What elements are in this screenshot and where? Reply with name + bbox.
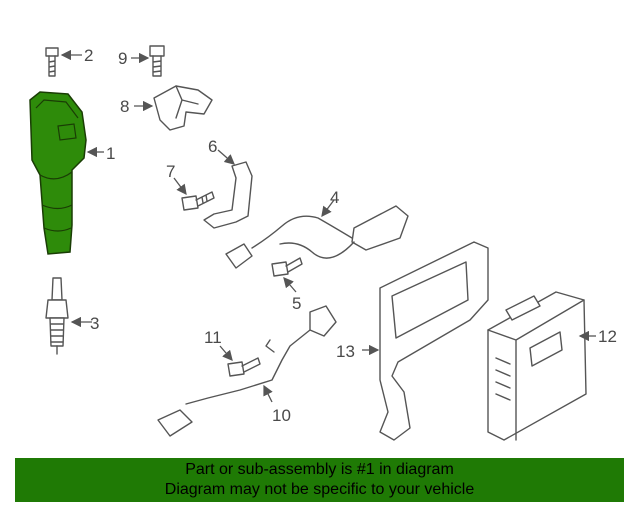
callout-5: 5 — [292, 294, 301, 313]
bolt-part-11[interactable] — [227, 357, 261, 377]
ignition-coil-part-1[interactable] — [29, 91, 87, 255]
bolt-part-5[interactable] — [271, 257, 303, 277]
callout-11: 11 — [204, 328, 222, 347]
spark-plug-part-3[interactable] — [45, 277, 69, 355]
ecu-bracket-part-13[interactable] — [379, 241, 489, 441]
callout-1: 1 — [106, 144, 115, 163]
banner-line-2: Diagram may not be specific to your vehi… — [164, 481, 475, 498]
callout-9: 9 — [118, 49, 127, 68]
parts-diagram: 1 2 3 9 8 7 6 — [29, 45, 617, 441]
callout-8: 8 — [120, 97, 129, 116]
bracket-part-6[interactable] — [203, 161, 253, 229]
bolt-part-7[interactable] — [181, 191, 215, 211]
callout-13: 13 — [336, 342, 355, 361]
callout-12: 12 — [598, 327, 617, 346]
info-banner: Part or sub-assembly is #1 in diagram Di… — [15, 458, 624, 502]
callout-7: 7 — [166, 162, 175, 181]
banner-line-1: Part or sub-assembly is #1 in diagram — [185, 461, 454, 478]
callout-3: 3 — [90, 314, 99, 333]
callout-6: 6 — [208, 137, 217, 156]
callout-2: 2 — [84, 46, 93, 65]
sensor-harness-part-4[interactable] — [225, 205, 409, 269]
callout-4: 4 — [330, 188, 339, 207]
bolt-part-2[interactable] — [45, 47, 59, 77]
sensor-harness-part-10[interactable] — [157, 305, 337, 437]
sensor-part-8[interactable] — [153, 85, 213, 131]
ecu-module-part-12[interactable] — [487, 291, 587, 441]
bolt-part-9[interactable] — [149, 45, 165, 77]
callout-10: 10 — [272, 406, 291, 425]
